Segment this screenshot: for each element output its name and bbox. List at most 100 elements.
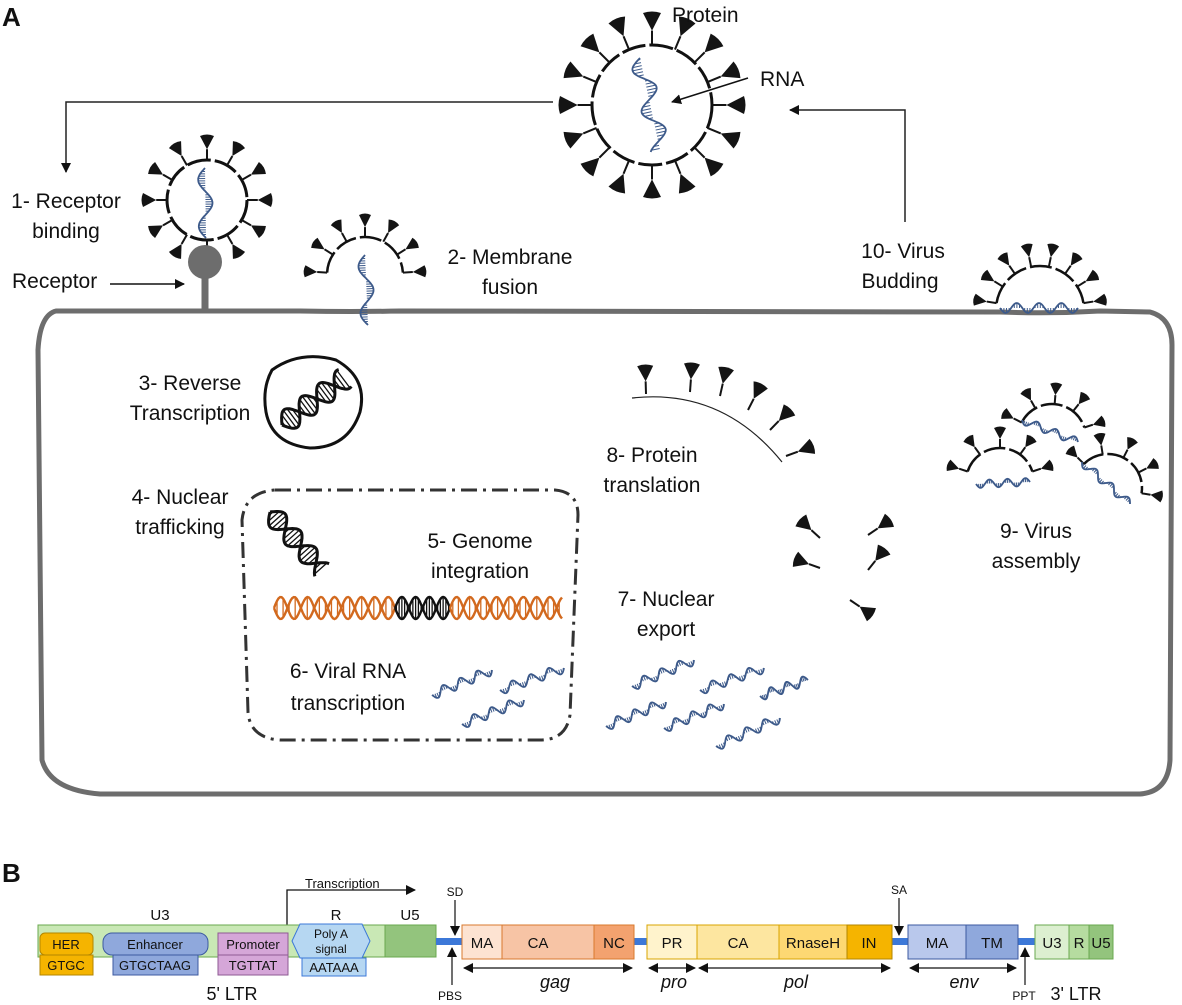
- rna-base: [483, 715, 486, 721]
- pol-in-block: [846, 924, 893, 960]
- rna-base: [644, 79, 649, 82]
- rna-base: [668, 725, 672, 731]
- rna-base: [676, 663, 679, 667]
- rna-base: [704, 688, 708, 693]
- rna-base: [785, 681, 789, 687]
- rna-base: [658, 672, 661, 675]
- spike-head: [1127, 437, 1138, 450]
- rna-base: [774, 720, 778, 725]
- rna-base: [641, 677, 644, 682]
- rna-base: [550, 668, 553, 673]
- env-ma-label: MA: [926, 935, 949, 952]
- rna-base: [634, 71, 644, 75]
- spike-stalk: [317, 270, 328, 274]
- dna-base-pair: [284, 529, 300, 544]
- rna-base: [645, 101, 650, 104]
- spike-stalk: [598, 51, 611, 64]
- ltr5-name: 5' LTR: [206, 984, 257, 1004]
- spike-head: [1020, 387, 1031, 401]
- rna-base: [692, 711, 696, 716]
- dna-base-pair: [286, 408, 300, 426]
- rna-base: [727, 677, 730, 681]
- virion-budding: [973, 243, 1107, 314]
- rna-base: [673, 668, 677, 672]
- rna-base: [1056, 430, 1059, 434]
- spike-head: [580, 157, 600, 177]
- rna-base: [776, 719, 780, 724]
- rna-backbone: [1081, 462, 1131, 504]
- rna-base: [485, 714, 488, 719]
- label-step5-line1: 5- Genome: [427, 530, 532, 553]
- rna-base: [757, 727, 761, 733]
- rna-base: [690, 711, 694, 717]
- spike-head: [232, 141, 246, 157]
- spike-head: [643, 11, 661, 31]
- spike-stalk: [1141, 492, 1151, 496]
- spike-stalk: [1028, 256, 1033, 268]
- rna-base: [473, 713, 476, 719]
- spike-head: [1020, 243, 1033, 258]
- spike-stalk: [693, 51, 706, 64]
- rna-base: [702, 688, 706, 694]
- spike-head: [704, 157, 724, 177]
- rna-base: [538, 676, 542, 681]
- rna-base: [504, 688, 508, 693]
- connector-gag-pro: [634, 938, 647, 945]
- env-tm-block: [965, 924, 1019, 960]
- spike-head: [1025, 434, 1037, 448]
- rna-base: [1122, 496, 1124, 499]
- rna-base: [481, 716, 484, 720]
- translated-envelope-proteins: [637, 362, 816, 457]
- rna-base: [716, 706, 719, 710]
- rna-base: [1045, 429, 1048, 434]
- rna-base: [490, 670, 493, 673]
- label-step10-line1: 10- Virus: [861, 240, 945, 263]
- gag-nc-label: NC: [603, 935, 625, 952]
- rna-base: [502, 688, 506, 694]
- rna-base: [1088, 467, 1090, 470]
- rna-base: [664, 727, 667, 730]
- enhancer-label: Enhancer: [127, 937, 183, 952]
- rna-base: [749, 728, 752, 731]
- reverse-transcription-complex: [263, 355, 364, 450]
- spike-stalk: [396, 248, 406, 256]
- spike-head: [257, 193, 273, 207]
- virion-top: [558, 11, 746, 199]
- spike-stalk: [973, 446, 981, 456]
- spike-stalk: [1030, 399, 1037, 409]
- ltr3-u3-block: [1034, 924, 1070, 960]
- spike-head: [973, 293, 987, 306]
- virion-envelope: [590, 43, 714, 167]
- spike-stalk: [1047, 256, 1052, 268]
- spike-stalk: [226, 155, 234, 166]
- spike-stalk: [1122, 449, 1129, 459]
- spike-head: [412, 265, 427, 278]
- rna-base: [719, 682, 722, 687]
- rna-base: [506, 687, 509, 691]
- rna-base: [468, 721, 471, 724]
- spike-stalk: [582, 127, 597, 135]
- reentry-arrow: [61, 101, 553, 173]
- rna-base: [638, 682, 641, 686]
- spike-head: [684, 362, 700, 380]
- rna-base: [503, 707, 506, 711]
- spike-stalk: [324, 248, 334, 256]
- rna-base: [709, 682, 713, 687]
- rna-base: [1097, 476, 1100, 478]
- rna-base: [1124, 496, 1127, 500]
- spike-stalk: [719, 383, 724, 397]
- rna-backbone: [461, 699, 525, 728]
- rna-base: [1035, 421, 1038, 426]
- dna-strand: [393, 595, 452, 621]
- ltr5-r-label: R: [331, 907, 342, 924]
- rna-base: [519, 682, 522, 687]
- promoter-seq-box: [217, 954, 289, 976]
- rna-base: [795, 683, 799, 689]
- rna-base: [468, 679, 472, 684]
- rna-base: [801, 676, 805, 682]
- rna-base: [562, 668, 564, 671]
- rna-base: [528, 674, 532, 680]
- rna-base: [684, 719, 688, 725]
- nucleus: [240, 488, 580, 742]
- rna-base: [784, 683, 787, 688]
